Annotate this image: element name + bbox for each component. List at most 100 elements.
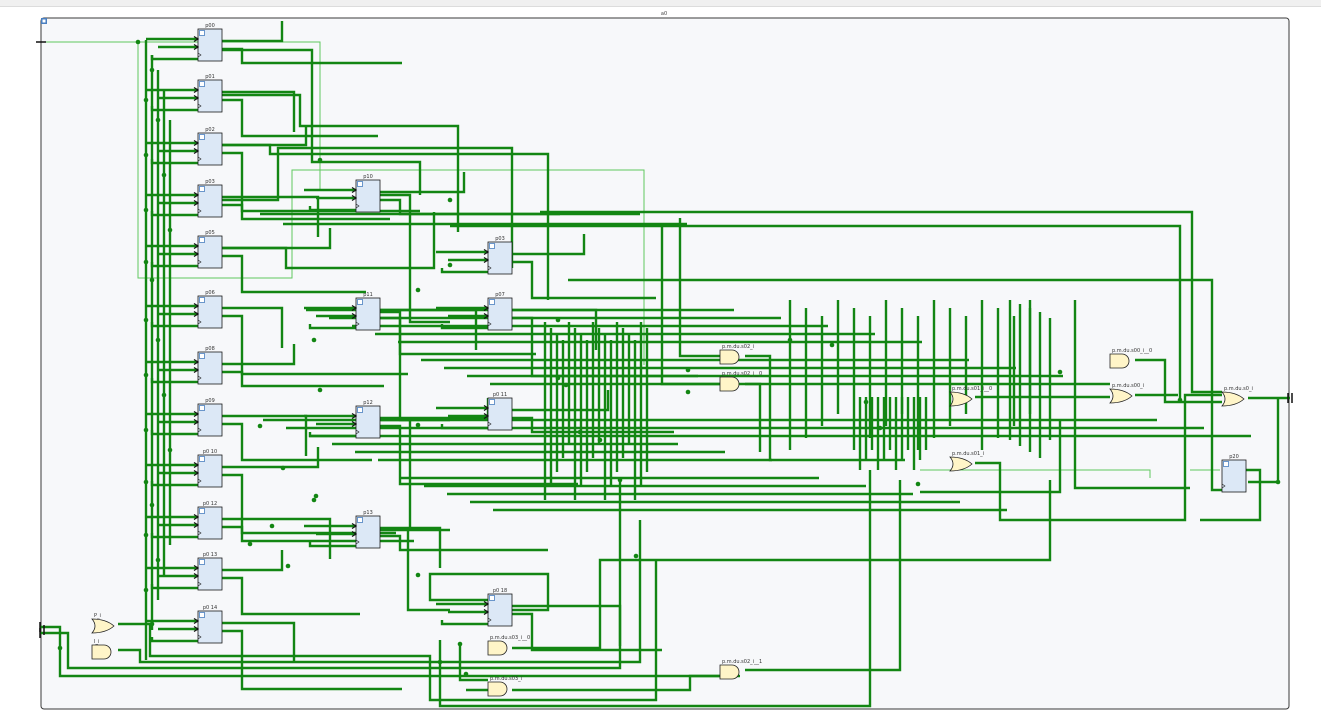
flipflop-p12[interactable]: p12 <box>355 400 381 439</box>
and-gate-icon <box>719 664 740 680</box>
flipflop-p08[interactable]: p08 <box>197 346 223 385</box>
pin-arrow-icon <box>193 521 200 529</box>
flipflop-body <box>197 557 223 591</box>
net-junction <box>167 447 173 453</box>
gate-label: p.m.du.s02_i <box>722 344 754 350</box>
or-gate-icon <box>1221 391 1245 407</box>
net-wire <box>512 260 656 300</box>
frame-corner-icon <box>41 18 47 24</box>
flipflop-label: p02 <box>205 127 215 133</box>
net-wire <box>512 612 662 652</box>
gate-label: p.m.du.s00_i__0 <box>1112 348 1152 354</box>
flipflop-label: p07 <box>495 292 505 298</box>
net-wire <box>745 382 762 452</box>
flipflop-p01[interactable]: p01 <box>197 74 223 113</box>
pin-arrow-icon <box>193 564 200 572</box>
gate-g_pr0b[interactable]: p.m.du.s00_i <box>1109 383 1144 404</box>
flipflop-p013[interactable]: p0 13 <box>197 552 223 591</box>
flipflop-p13[interactable]: p13 <box>355 510 381 549</box>
net-junction <box>257 423 263 429</box>
net-wire <box>150 584 198 590</box>
net-junction <box>143 427 149 433</box>
net-wire-thin <box>920 469 1151 478</box>
net-wire <box>220 93 460 232</box>
gate-g_pr2c[interactable]: p.m.du.s02_i__1 <box>719 659 762 680</box>
flipflop-p06[interactable]: p06 <box>197 290 223 329</box>
pin-arrow-icon <box>193 302 200 310</box>
net-junction <box>149 502 155 508</box>
pin-arrow-icon <box>193 310 200 318</box>
clock-pin-icon <box>487 617 492 623</box>
net-junction <box>143 152 149 158</box>
cell-corner-icon <box>199 456 205 462</box>
net-junction <box>149 621 155 627</box>
flipflop-p012[interactable]: p0 12 <box>197 501 223 540</box>
flipflop-p010[interactable]: p0 10 <box>197 449 223 488</box>
net-junction <box>149 67 155 73</box>
net-wire <box>568 278 1222 492</box>
gate-g_in1[interactable]: P_i <box>91 613 115 634</box>
cell-corner-icon <box>199 508 205 514</box>
net-junction <box>457 641 463 647</box>
net-junction <box>787 337 793 343</box>
gate-label: p.m.du.s03_i <box>490 676 522 682</box>
gate-g_pr0a[interactable]: p.m.du.s00_i__0 <box>1109 348 1152 369</box>
flipflop-p014[interactable]: p0 14 <box>197 605 223 644</box>
pin-arrow-icon <box>193 242 200 250</box>
net-wire <box>222 90 296 132</box>
clock-pin-icon <box>197 634 202 640</box>
cell-corner-icon <box>357 407 363 413</box>
clock-pin-icon <box>197 156 202 162</box>
net-wire <box>512 416 674 434</box>
pin-arrow-icon <box>193 513 200 521</box>
gate-g_pr1a[interactable]: p.m.du.s01_i__0 <box>949 386 992 407</box>
pin-arrow-icon <box>483 304 490 312</box>
or-gate-icon <box>949 456 973 472</box>
net-wire <box>220 212 436 270</box>
net-wire <box>380 526 442 568</box>
gate-g_pr2a[interactable]: p.m.du.s02_i <box>719 344 754 365</box>
flipflop-p11[interactable]: p11 <box>355 292 381 331</box>
cell-corner-icon <box>199 297 205 303</box>
net-wire <box>220 48 422 195</box>
gate-label: p.m.du.s01_i <box>952 451 984 457</box>
clock-pin-icon <box>197 52 202 58</box>
flipflop-label: p0 13 <box>203 552 217 558</box>
gate-g_pr1b[interactable]: p.m.du.s01_i <box>949 451 984 472</box>
pin-arrow-icon <box>483 248 490 256</box>
gate-label: p.m.du.s03_i__0 <box>490 635 530 641</box>
flipflop-p03b[interactable]: p03 <box>487 236 513 275</box>
net-junction <box>447 197 453 203</box>
flipflop-p10[interactable]: p10 <box>355 174 381 213</box>
pin-arrow-icon <box>193 418 200 426</box>
gate-g_out[interactable]: p.m.du.s0_i <box>1221 386 1253 407</box>
flipflop-p03[interactable]: p03 <box>197 179 223 218</box>
flipflop-label: p03 <box>205 179 215 185</box>
gate-g_pr2b[interactable]: p.m.du.s02_i__0 <box>719 371 762 392</box>
net-junction <box>415 287 421 293</box>
cell-corner-icon <box>199 134 205 140</box>
flipflop-p07[interactable]: p07 <box>487 292 513 331</box>
clock-pin-icon <box>197 530 202 536</box>
net-wire <box>222 98 378 138</box>
flipflop-p20[interactable]: p20 <box>1221 454 1247 493</box>
gate-g_pr3b[interactable]: p.m.du.s03_i <box>487 676 522 697</box>
gate-g_pr3a[interactable]: p.m.du.s03_i__0 <box>487 635 530 656</box>
flipflop-p018[interactable]: p0 18 <box>487 588 513 627</box>
net-wire <box>150 55 198 61</box>
gate-g_in2[interactable]: I_i <box>91 639 112 660</box>
net-junction <box>829 342 835 348</box>
flipflop-p09[interactable]: p09 <box>197 398 223 437</box>
net-wire <box>1200 468 1262 522</box>
clock-pin-icon <box>355 429 360 435</box>
gate-label: p.m.du.s02_i__1 <box>722 659 762 665</box>
flipflop-p00[interactable]: p00 <box>197 23 223 62</box>
net-wire <box>150 637 198 643</box>
cell-layer: p00 p01 p02 p03 p05 p06 p08 p09 p0 10 p0 12 p0 13 p… <box>91 23 1253 697</box>
flipflop-p011[interactable]: p0 11 <box>487 392 513 431</box>
gate-label: p.m.du.s0_i <box>1224 386 1253 392</box>
flipflop-p05[interactable]: p05 <box>197 230 223 269</box>
net-junction <box>143 587 149 593</box>
flipflop-p02[interactable]: p02 <box>197 127 223 166</box>
